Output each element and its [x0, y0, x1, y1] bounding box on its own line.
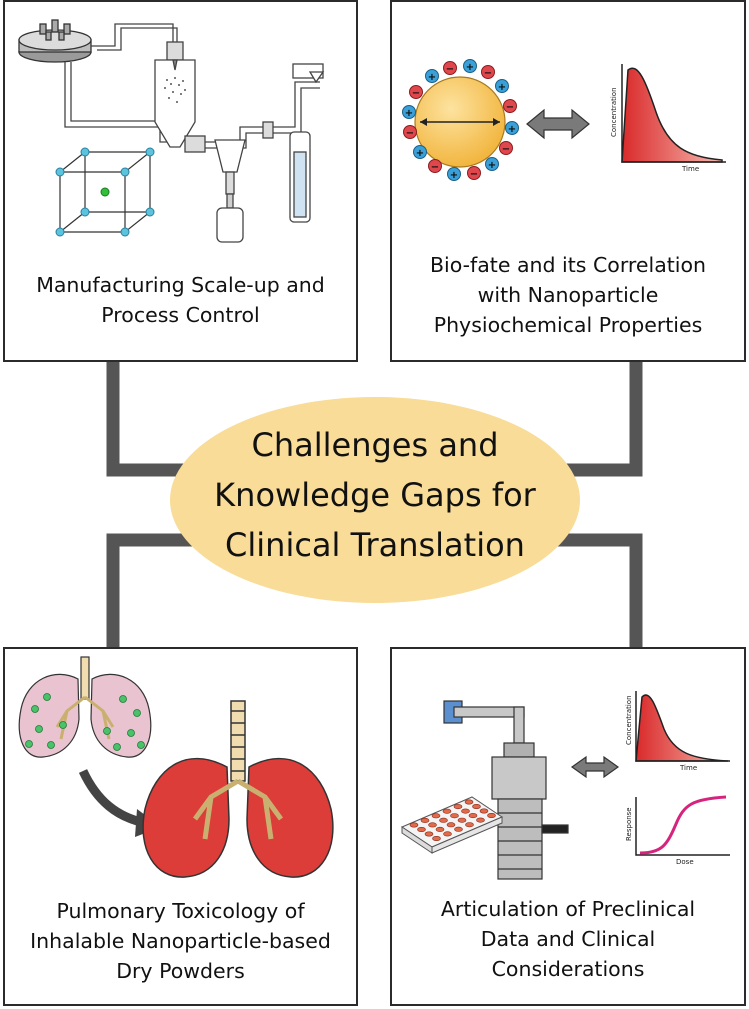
well	[457, 817, 467, 823]
panel-biofate: + − + − + − + − + − + − + − + − Concentr…	[390, 0, 746, 362]
concentration-curve	[621, 67, 723, 163]
graph-ylabel: Concentration	[610, 87, 618, 137]
center-title-line1: Challenges and	[251, 426, 499, 464]
well	[472, 804, 481, 810]
well-plate-wells	[409, 799, 496, 842]
center-title: Challenges and Knowledge Gaps for Clinic…	[170, 420, 580, 570]
svg-text:−: −	[406, 128, 414, 139]
caption-pulmonary-line2: Inhalable Nanoparticle-based	[30, 929, 331, 953]
well	[431, 813, 441, 819]
svg-text:−: −	[506, 102, 514, 113]
svg-text:+: +	[416, 148, 424, 159]
well	[428, 822, 437, 828]
well	[487, 813, 496, 819]
well	[465, 822, 474, 828]
svg-text:−: −	[484, 68, 492, 79]
svg-text:+: +	[466, 62, 474, 73]
well	[435, 826, 445, 832]
caption-preclinical-line3: Considerations	[491, 957, 645, 981]
well	[453, 804, 463, 810]
caption-manufacturing-line2: Process Control	[101, 303, 260, 327]
panel-manufacturing: Manufacturing Scale-up and Process Contr…	[3, 0, 358, 362]
well	[450, 813, 459, 819]
svg-text:+: +	[428, 72, 436, 83]
caption-biofate-line3: Physiochemical Properties	[433, 313, 703, 337]
panel-preclinical: Concentration Time Response Dose Articul…	[390, 647, 746, 1006]
sigmoid-curve	[639, 795, 727, 855]
small-lungs-icon	[18, 656, 152, 758]
spray-dryer-icon	[154, 41, 196, 148]
inflamed-lungs-icon	[142, 700, 334, 878]
svg-text:+: +	[405, 108, 413, 119]
center-title-line2: Knowledge Gaps for	[214, 476, 536, 514]
svg-text:+: +	[508, 124, 516, 135]
biofate-illustration: + − + − + − + − + − + − + − + − Concentr…	[402, 59, 726, 181]
caption-preclinical-line2: Data and Clinical	[480, 927, 656, 951]
caption-biofate-line1: Bio-fate and its Correlation	[429, 253, 707, 277]
svg-text:+: +	[488, 160, 496, 171]
caption-biofate: Bio-fate and its Correlation with Nanopa…	[392, 250, 744, 340]
panel-pulmonary: Pulmonary Toxicology of Inhalable Nanopa…	[3, 647, 358, 1006]
concentration-time-graph	[635, 691, 730, 762]
well	[479, 808, 489, 814]
well	[424, 831, 434, 837]
caption-preclinical-line1: Articulation of Preclinical	[440, 897, 696, 921]
caption-pulmonary-line1: Pulmonary Toxicology of	[56, 899, 305, 923]
impactor-icon	[443, 700, 569, 880]
caption-manufacturing: Manufacturing Scale-up and Process Contr…	[5, 270, 356, 330]
well	[432, 836, 441, 842]
svg-text:−: −	[412, 88, 420, 99]
graph-xlabel: Time	[681, 165, 699, 173]
graph1-xlabel: Time	[679, 764, 697, 772]
caption-biofate-line2: with Nanoparticle	[477, 283, 659, 307]
dose-response-graph	[635, 795, 730, 856]
double-arrow-icon	[570, 755, 620, 779]
double-arrow-icon	[526, 108, 590, 140]
well	[446, 822, 456, 828]
well	[442, 808, 452, 814]
svg-text:+: +	[450, 170, 458, 181]
caption-manufacturing-line1: Manufacturing Scale-up and	[36, 273, 325, 297]
well	[409, 822, 419, 828]
well	[420, 817, 430, 823]
well	[468, 813, 478, 819]
well	[464, 799, 474, 805]
concentration-curve	[635, 694, 729, 762]
graph1-ylabel: Concentration	[625, 695, 633, 745]
well	[461, 808, 470, 814]
well	[417, 827, 426, 833]
center-ellipse	[170, 397, 580, 603]
center-title-line3: Clinical Translation	[225, 526, 525, 564]
pulmonary-illustration	[18, 656, 334, 878]
surface-charges: + − + − + − + − + − + − + − + −	[402, 59, 519, 181]
svg-text:+: +	[498, 82, 506, 93]
well	[454, 826, 463, 832]
well	[476, 817, 485, 823]
graph2-ylabel: Response	[625, 807, 633, 841]
positive-charge-icon: +	[425, 69, 439, 83]
concentration-time-graph	[621, 64, 726, 163]
preclinical-illustration: Concentration Time Response Dose	[400, 691, 730, 880]
svg-text:−: −	[431, 162, 439, 173]
well	[439, 817, 448, 823]
well	[443, 831, 452, 837]
svg-text:−: −	[502, 144, 510, 155]
manufacturing-illustration	[18, 19, 325, 243]
graph2-xlabel: Dose	[676, 858, 694, 866]
svg-text:−: −	[446, 64, 454, 75]
caption-pulmonary-line3: Dry Powders	[116, 959, 245, 983]
caption-pulmonary: Pulmonary Toxicology of Inhalable Nanopa…	[5, 896, 356, 986]
svg-text:−: −	[470, 169, 478, 180]
caption-preclinical: Articulation of Preclinical Data and Cli…	[392, 894, 744, 984]
pressure-vessel-icon	[18, 19, 92, 63]
